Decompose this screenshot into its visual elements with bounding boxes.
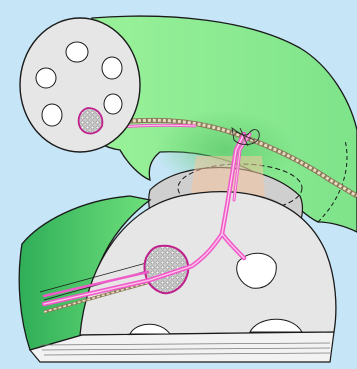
air-canal: [42, 104, 62, 126]
air-canal: [102, 57, 122, 79]
air-canal: [36, 68, 56, 88]
lower-bottom-strip: [30, 332, 334, 362]
upper-vascular-bundle: [79, 108, 103, 133]
lower-block: [19, 192, 336, 362]
air-canal: [104, 94, 122, 114]
air-canal: [66, 42, 88, 62]
upper-cross-section: [20, 18, 140, 152]
